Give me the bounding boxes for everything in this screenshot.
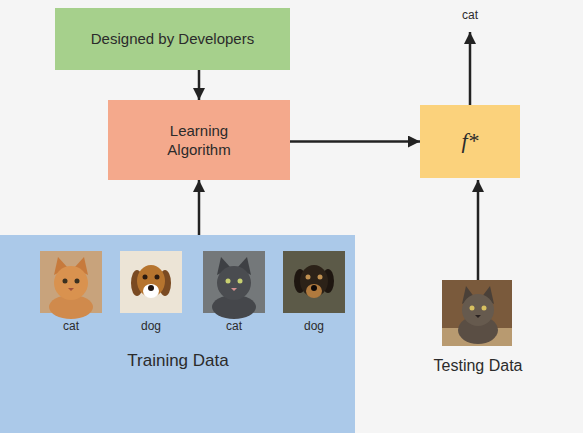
cat-eye xyxy=(470,306,475,311)
dog-eye xyxy=(155,275,160,280)
cat-photo xyxy=(203,251,265,319)
dog-nose xyxy=(311,285,317,291)
photo-ground xyxy=(120,251,182,313)
dog-nose xyxy=(148,285,154,291)
class-label: dog xyxy=(121,319,181,333)
dog-head xyxy=(300,265,328,297)
cat-head xyxy=(217,266,251,300)
model-box: f* xyxy=(420,105,520,178)
training-panel: cat dog cat dogTraining Data xyxy=(0,235,355,433)
flow-arrow xyxy=(290,140,420,143)
training-photos xyxy=(0,235,355,433)
output-label: cat xyxy=(445,8,495,22)
dog-muzzle xyxy=(143,284,159,298)
cat-eye xyxy=(238,279,243,284)
flow-arrow xyxy=(198,180,201,235)
test-label: Testing Data xyxy=(413,356,543,375)
cat-head xyxy=(54,266,88,300)
algorithm-box: Learning Algorithm xyxy=(108,100,290,180)
dog-eye xyxy=(143,275,148,280)
box-text: Learning Algorithm xyxy=(144,121,254,160)
dog-photo xyxy=(120,251,182,313)
cat-nose xyxy=(231,288,237,291)
cat-eye xyxy=(482,306,487,311)
box-text: Designed by Developers xyxy=(91,29,254,49)
input-arrow xyxy=(477,180,480,280)
class-label: cat xyxy=(41,319,101,333)
cat-eye xyxy=(63,279,68,284)
cat-photo xyxy=(40,251,102,319)
flow-arrow xyxy=(198,70,201,100)
photo-ground xyxy=(283,251,345,313)
dog-photo xyxy=(283,251,345,313)
cat-nose xyxy=(68,288,74,291)
cat-nose xyxy=(475,315,481,318)
panel-title: Training Data xyxy=(78,351,278,371)
output-arrow xyxy=(469,32,472,105)
class-label: cat xyxy=(204,319,264,333)
cat-head xyxy=(462,294,494,326)
dog-eye xyxy=(306,275,311,280)
class-label: dog xyxy=(284,319,344,333)
model-symbol: f* xyxy=(461,127,478,156)
designer-box: Designed by Developers xyxy=(55,8,290,70)
cat-eye xyxy=(226,279,231,284)
photo-ground xyxy=(442,280,512,346)
dog-eye xyxy=(318,275,323,280)
test-cat-photo xyxy=(442,280,512,346)
cat-eye xyxy=(75,279,80,284)
dog-head xyxy=(137,265,165,297)
dog-muzzle xyxy=(306,284,322,298)
